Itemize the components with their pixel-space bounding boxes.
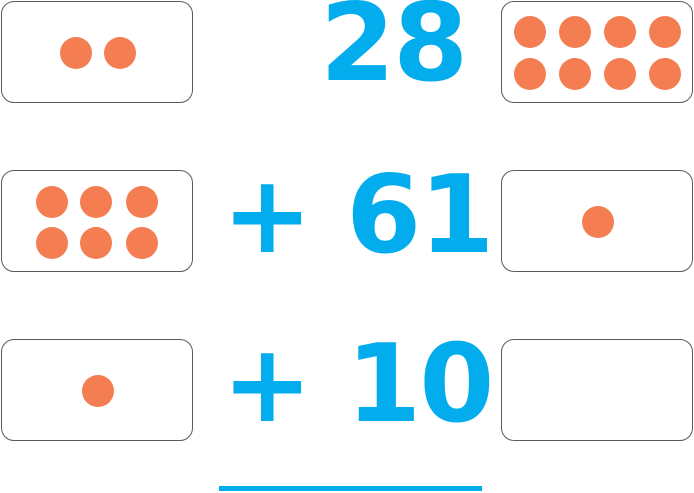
counter-dot	[559, 16, 591, 48]
sum-underline	[219, 486, 482, 491]
number-row3: + 10	[222, 331, 494, 439]
counter-dot	[649, 16, 681, 48]
counter-dot	[126, 186, 158, 218]
counter-dot	[80, 186, 112, 218]
tens-dot-card-row2	[1, 170, 193, 272]
counter-dot	[126, 227, 158, 259]
digits-row2: 61	[346, 153, 494, 278]
counter-dot	[604, 58, 636, 90]
number-row1: 28	[320, 0, 468, 98]
ones-dot-card-row3	[501, 339, 693, 441]
counter-dot	[80, 227, 112, 259]
counter-dot	[36, 227, 68, 259]
number-row2: + 61	[222, 162, 494, 270]
ones-dot-card-row1	[501, 1, 693, 103]
counter-dot	[604, 16, 636, 48]
tens-dot-card-row1	[1, 1, 193, 103]
counter-dot	[60, 37, 92, 69]
sign-row2: +	[222, 153, 312, 278]
sign-row3: +	[222, 322, 312, 447]
counter-dot	[582, 206, 614, 238]
counter-dot	[514, 16, 546, 48]
digits-row3: 10	[346, 322, 494, 447]
counter-dot	[104, 37, 136, 69]
digits-row1: 28	[320, 0, 468, 106]
tens-dot-card-row3	[1, 339, 193, 441]
ones-dot-card-row2	[501, 170, 693, 272]
counter-dot	[559, 58, 591, 90]
counter-dot	[36, 186, 68, 218]
counter-dot	[514, 58, 546, 90]
counter-dot	[649, 58, 681, 90]
counter-dot	[82, 375, 114, 407]
